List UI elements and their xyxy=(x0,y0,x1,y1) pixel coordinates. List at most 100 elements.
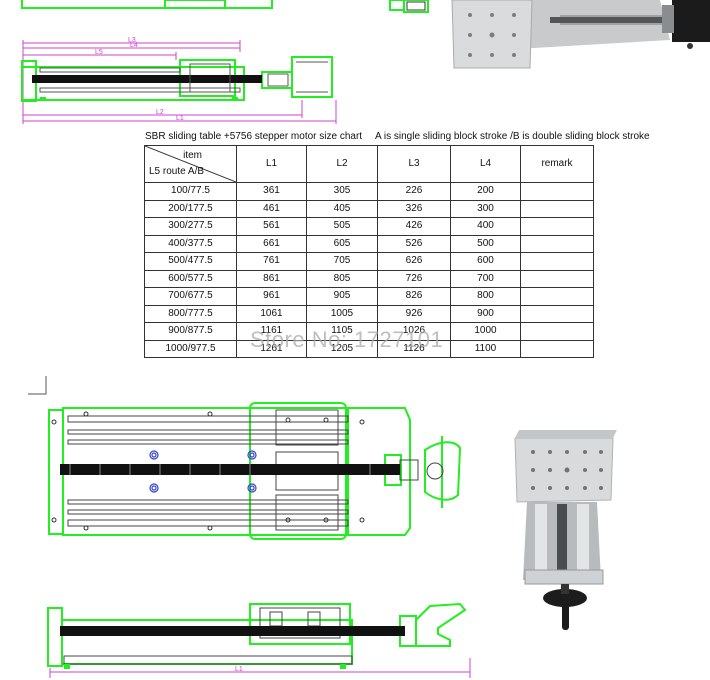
cell-l1: 1261 xyxy=(236,339,307,358)
cell-l4: 1100 xyxy=(450,339,521,358)
header-item-label: item xyxy=(183,150,202,161)
cell-l1: 761 xyxy=(236,252,307,271)
header-l2: L2 xyxy=(306,145,378,183)
cell-l2: 1105 xyxy=(306,322,378,341)
cell-remark xyxy=(520,182,594,201)
cell-l4: 300 xyxy=(450,199,521,218)
cell-route: 300/277.5 xyxy=(144,217,237,236)
cell-l1: 361 xyxy=(236,182,307,201)
cell-l4: 200 xyxy=(450,182,521,201)
hand-wheel xyxy=(424,441,462,501)
cell-route: 500/477.5 xyxy=(144,252,237,271)
cell-l3: 526 xyxy=(377,234,451,253)
cell-l4: 700 xyxy=(450,269,521,288)
dim-label-l4: L4 xyxy=(130,42,138,49)
cell-l4: 1000 xyxy=(450,322,521,341)
corner-mark xyxy=(28,376,47,395)
cell-route: 800/777.5 xyxy=(144,304,237,323)
mounting-holes xyxy=(149,450,257,493)
cell-l3: 426 xyxy=(377,217,451,236)
table-header-row: item L5 route A/B L1 L2 L3 L4 remark xyxy=(144,145,594,183)
cell-l4: 400 xyxy=(450,217,521,236)
cell-remark xyxy=(520,322,594,341)
table-caption-left: SBR sliding table +5756 stepper motor si… xyxy=(145,131,363,142)
cell-l3: 226 xyxy=(377,182,451,201)
diagonal-line xyxy=(145,146,236,182)
top-view-drawing xyxy=(48,402,462,540)
cell-l1: 861 xyxy=(236,269,307,288)
header-route-label: L5 route A/B xyxy=(149,166,205,177)
cell-remark xyxy=(520,287,594,306)
dim-label-l1: L1 xyxy=(176,115,184,122)
cell-route: 200/177.5 xyxy=(144,199,237,218)
table-caption-right: A is single sliding block stroke /B is d… xyxy=(375,131,650,142)
diagonal-header-cell: item L5 route A/B xyxy=(144,145,237,183)
cell-route: 600/577.5 xyxy=(144,269,237,288)
cell-l4: 800 xyxy=(450,287,521,306)
cell-l4: 600 xyxy=(450,252,521,271)
cell-route: 700/677.5 xyxy=(144,287,237,306)
top-drawing: L3 L4 L5 L2 L1 xyxy=(21,0,337,124)
header-l4: L4 xyxy=(450,145,521,183)
cell-l3: 926 xyxy=(377,304,451,323)
cell-l2: 1005 xyxy=(306,304,378,323)
cell-l2: 305 xyxy=(306,182,378,201)
header-l1: L1 xyxy=(236,145,307,183)
cell-remark xyxy=(520,234,594,253)
cell-route: 1000/977.5 xyxy=(144,339,237,358)
cell-l2: 505 xyxy=(306,217,378,236)
cell-remark xyxy=(520,269,594,288)
cell-l4: 500 xyxy=(450,234,521,253)
dim-label-l3: L3 xyxy=(128,37,136,44)
cell-l1: 561 xyxy=(236,217,307,236)
stage-motor-photo xyxy=(440,0,710,72)
manual-stage-photo xyxy=(514,430,617,630)
cell-remark xyxy=(520,217,594,236)
cell-l3: 826 xyxy=(377,287,451,306)
cell-remark xyxy=(520,304,594,323)
motor-end-fragment xyxy=(389,0,429,13)
side-view-drawing: L1 xyxy=(47,602,471,678)
cell-l4: 900 xyxy=(450,304,521,323)
cell-l3: 326 xyxy=(377,199,451,218)
cell-l3: 626 xyxy=(377,252,451,271)
dim-label-l2: L2 xyxy=(156,109,164,116)
cell-l2: 905 xyxy=(306,287,378,306)
cell-route: 400/377.5 xyxy=(144,234,237,253)
cell-l1: 661 xyxy=(236,234,307,253)
side-ball-screw xyxy=(60,626,405,636)
cell-l2: 405 xyxy=(306,199,378,218)
cell-l3: 726 xyxy=(377,269,451,288)
cell-route: 900/877.5 xyxy=(144,322,237,341)
cell-l3: 1026 xyxy=(377,322,451,341)
cell-l2: 705 xyxy=(306,252,378,271)
cell-remark xyxy=(520,199,594,218)
cell-remark xyxy=(520,339,594,358)
cell-l1: 461 xyxy=(236,199,307,218)
cell-remark xyxy=(520,252,594,271)
header-remark: remark xyxy=(520,145,594,183)
cell-l3: 1126 xyxy=(377,339,451,358)
cell-l2: 805 xyxy=(306,269,378,288)
lead-screw xyxy=(32,75,262,83)
size-chart-table: item L5 route A/B L1 L2 L3 L4 remark 100… xyxy=(144,145,594,358)
top-plate-fragment xyxy=(21,0,273,9)
cell-l2: 1205 xyxy=(306,339,378,358)
cell-l2: 605 xyxy=(306,234,378,253)
cell-route: 100/77.5 xyxy=(144,182,237,201)
cell-l1: 1061 xyxy=(236,304,307,323)
header-l3: L3 xyxy=(377,145,451,183)
dim-label-l5: L5 xyxy=(95,49,103,56)
cell-l1: 1161 xyxy=(236,322,307,341)
cell-l1: 961 xyxy=(236,287,307,306)
